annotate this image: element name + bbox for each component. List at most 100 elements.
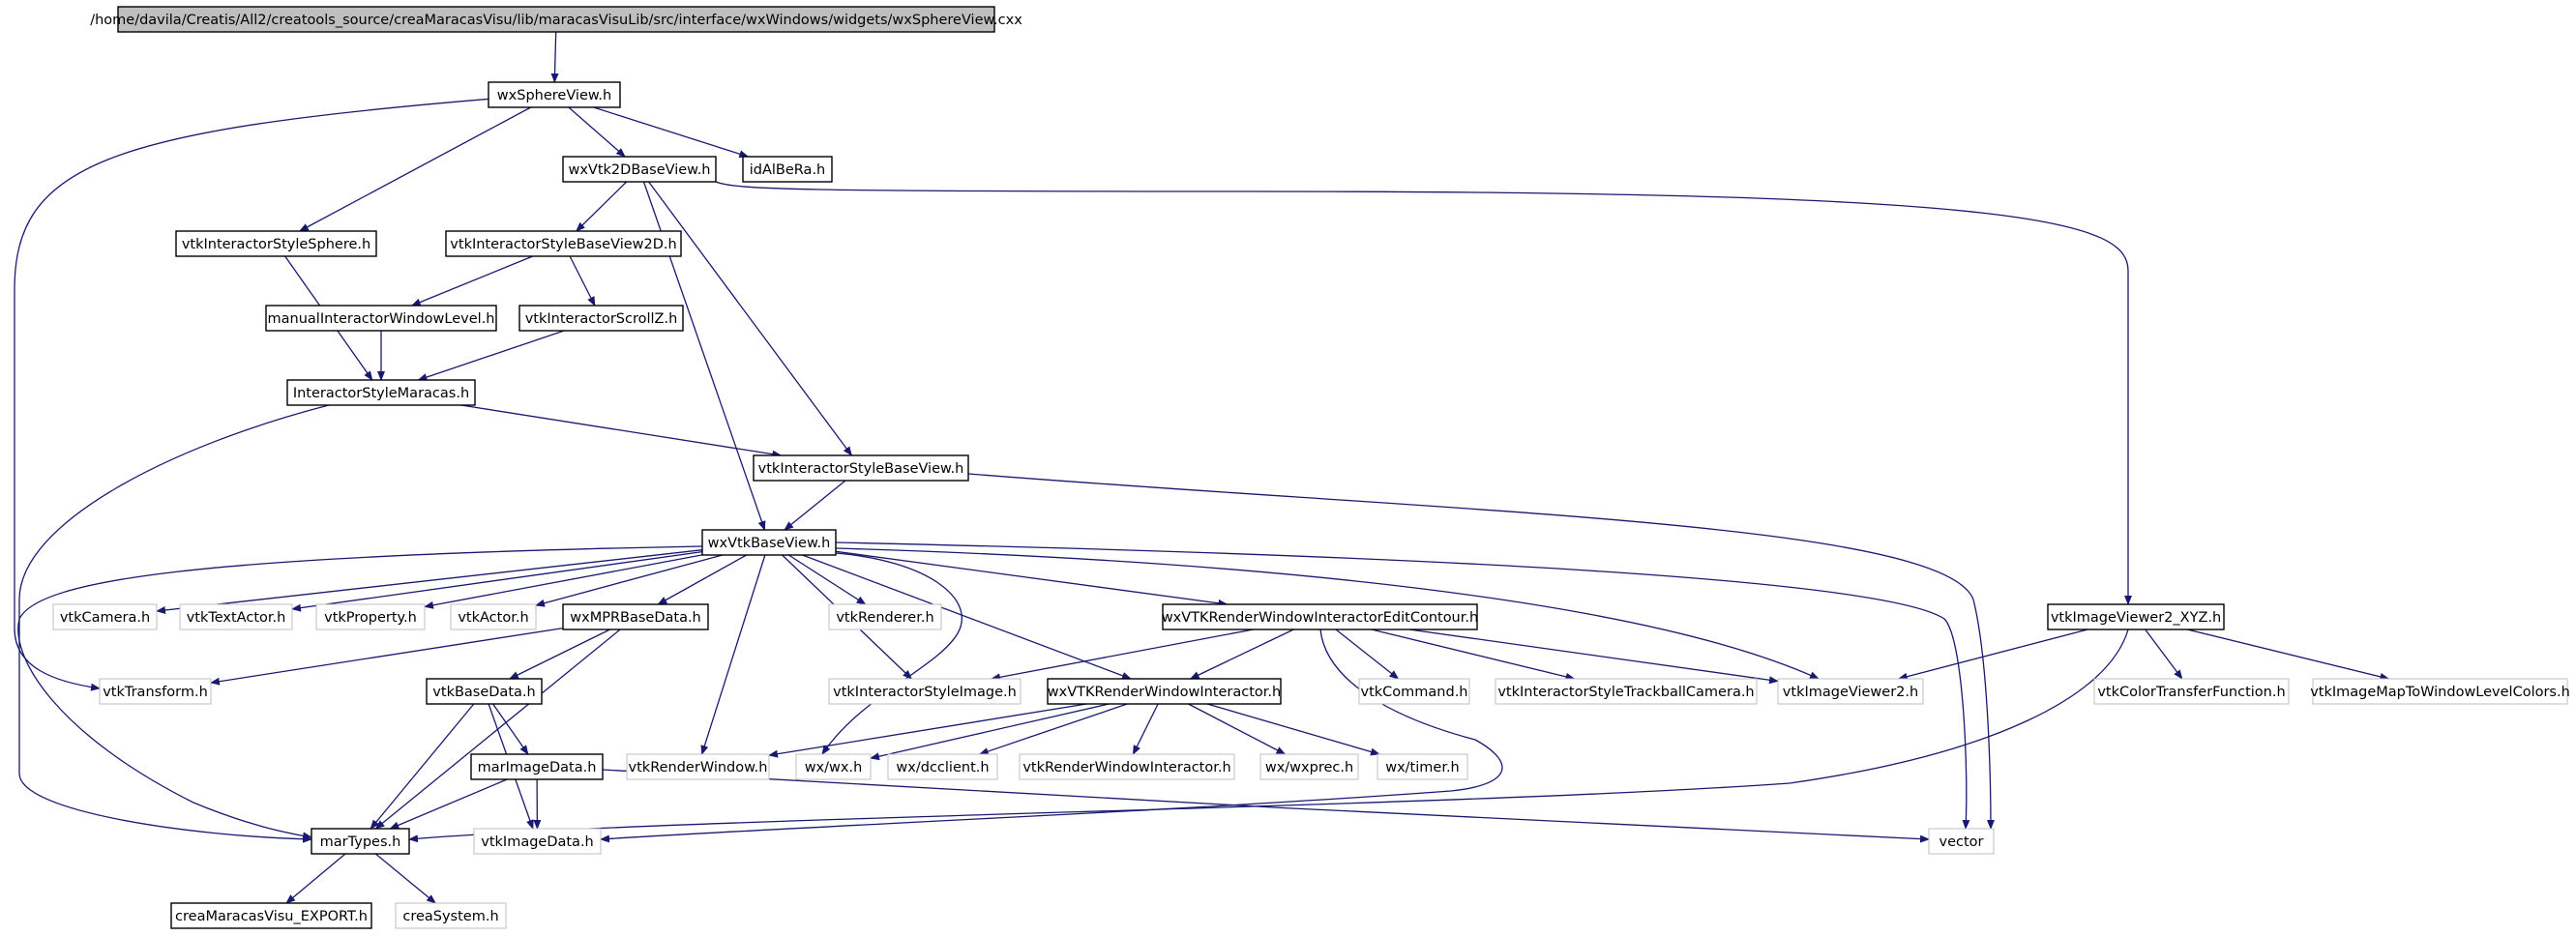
node-label: vtkProperty.h <box>324 610 417 626</box>
edge-wxVTKRenderWindowInteractorEditContour-to-vtkInteractorStyleImage <box>991 629 1254 682</box>
node-label: manualInteractorWindowLevel.h <box>268 311 495 327</box>
node-vtkImageViewer2: vtkImageViewer2.h <box>1777 678 1924 705</box>
node-box <box>2047 603 2225 630</box>
edge-vtkInteractorStyleBaseView2D-to-vtkInteractorScrollZ <box>569 255 596 307</box>
node-box <box>1377 753 1468 780</box>
node-box <box>265 305 497 332</box>
edge-wxVtkBaseView-to-vtkActor <box>535 554 724 607</box>
edge-vtkInteractorStyleBaseView2D-to-manualInteractorWindowLevel <box>410 255 533 307</box>
node-vtkImageData: vtkImageData.h <box>473 828 602 855</box>
edge-vtkInteractorStyleBaseView-to-wxVtkBaseView <box>784 480 846 531</box>
edge-wxVTKRenderWindowInteractor-to-vtkRenderWindowInteractor <box>1132 703 1159 755</box>
edge-wxVTKRenderWindowInteractor-to-vtkRenderWindow <box>768 703 1087 758</box>
node-box <box>1259 753 1359 780</box>
edge-marImageData-to-marTypes <box>389 778 508 830</box>
edge-wxVTKRenderWindowInteractor-to-wxtimer <box>1206 703 1380 756</box>
node-root: /home/davila/Creatis/All2/creatools_sour… <box>90 6 1022 33</box>
node-vtkRenderWindow: vtkRenderWindow.h <box>626 753 770 780</box>
edge-root-to-wxSphereView <box>550 31 559 83</box>
node-marTypes[interactable]: marTypes.h <box>311 828 410 855</box>
node-label: wx/wx.h <box>805 760 863 775</box>
node-label: vtkInteractorStyleBaseView2D.h <box>450 237 676 252</box>
node-box <box>175 230 377 257</box>
node-label: vtkTransform.h <box>103 685 208 700</box>
node-label: creaSystem.h <box>402 909 498 924</box>
edge-marImageData-to-vector <box>602 769 1930 843</box>
node-box <box>1928 828 1995 855</box>
edge-wxVtkBaseView-to-wxMPRBaseData <box>657 554 748 605</box>
node-vector: vector <box>1928 828 1995 855</box>
node-label: wxVtkBaseView.h <box>708 536 831 551</box>
node-vtkRenderWindowInteractor: vtkRenderWindowInteractor.h <box>1019 753 1235 780</box>
edge-wxVtkBaseView-to-vtkTextActor <box>291 550 703 612</box>
node-vtkRenderer: vtkRenderer.h <box>828 603 942 630</box>
edge-vtkBaseData-to-marImageData <box>492 703 529 755</box>
node-creaMaracasVisu_EXPORT[interactable]: creaMaracasVisu_EXPORT.h <box>170 902 372 929</box>
edge-wxVtkBaseView-to-vtkImageViewer2 <box>835 547 1820 680</box>
node-vtkInteractorScrollZ[interactable]: vtkInteractorScrollZ.h <box>518 305 684 332</box>
node-box <box>1162 603 1478 630</box>
node-vtkInteractorStyleBaseView2D[interactable]: vtkInteractorStyleBaseView2D.h <box>445 230 682 257</box>
node-label: vtkColorTransferFunction.h <box>2097 685 2285 700</box>
edge-wxVTKRenderWindowInteractorEditContour-to-wxVTKRenderWindowInteractor <box>1189 629 1294 680</box>
node-box <box>315 603 426 630</box>
nodes-layer: /home/davila/Creatis/All2/creatools_sour… <box>52 6 2570 929</box>
node-box <box>179 603 293 630</box>
node-label: vtkRenderWindowInteractor.h <box>1022 760 1230 775</box>
node-InteractorStyleMaracas[interactable]: InteractorStyleMaracas.h <box>286 379 476 406</box>
edge-wxVTKRenderWindowInteractor-to-wxdcclient <box>978 703 1128 755</box>
node-label: vtkInteractorStyleBaseView.h <box>758 461 964 477</box>
node-label: vtkRenderer.h <box>836 610 933 626</box>
edge-wxVtkBaseView-to-wxwx <box>821 552 962 755</box>
node-label: wxVTKRenderWindowInteractor.h <box>1048 685 1281 700</box>
node-box <box>626 753 770 780</box>
node-label: vtkInteractorStyleSphere.h <box>182 237 370 252</box>
node-wxMPRBaseData[interactable]: wxMPRBaseData.h <box>562 603 709 630</box>
node-box <box>1019 753 1235 780</box>
node-vtkInteractorStyleBaseView[interactable]: vtkInteractorStyleBaseView.h <box>753 454 969 482</box>
edge-wxVtkBaseView-to-wxVTKRenderWindowInteractorEditContour <box>835 550 1229 607</box>
node-box <box>170 902 372 929</box>
node-box <box>488 81 621 108</box>
node-label: vtkCamera.h <box>60 610 150 626</box>
edge-wxSphereView-to-wxVtk2DBaseView <box>568 106 626 158</box>
node-box <box>445 230 682 257</box>
edge-vtkInteractorStyleBaseView-to-vector <box>967 473 1995 830</box>
node-box <box>1047 678 1282 705</box>
edge-wxVtkBaseView-to-vtkRenderWindow <box>700 554 766 755</box>
node-vtkInteractorStyleTrackballCamera: vtkInteractorStyleTrackballCamera.h <box>1495 678 1758 705</box>
node-box <box>52 603 158 630</box>
node-label: wxMPRBaseData.h <box>570 610 701 626</box>
node-label: /home/davila/Creatis/All2/creatools_sour… <box>90 13 1022 28</box>
node-vtkBaseData[interactable]: vtkBaseData.h <box>426 678 543 705</box>
node-wxVtk2DBaseView[interactable]: wxVtk2DBaseView.h <box>562 156 717 183</box>
node-marImageData[interactable]: marImageData.h <box>470 753 604 780</box>
edge-wxSphereView-to-vtkInteractorStyleSphere <box>298 106 532 232</box>
node-box <box>1358 678 1470 705</box>
node-label: vtkInteractorScrollZ.h <box>525 311 678 327</box>
node-wxVTKRenderWindowInteractor[interactable]: wxVTKRenderWindowInteractor.h <box>1047 678 1282 705</box>
node-label: vtkBaseData.h <box>432 685 535 700</box>
node-box <box>473 828 602 855</box>
node-manualInteractorWindowLevel[interactable]: manualInteractorWindowLevel.h <box>265 305 497 332</box>
node-box <box>828 678 1022 705</box>
edge-wxVTKRenderWindowInteractorEditContour-to-vtkCommand <box>1335 629 1400 680</box>
node-label: vtkImageData.h <box>481 834 594 850</box>
node-box <box>2093 678 2290 705</box>
node-wxSphereView[interactable]: wxSphereView.h <box>488 81 621 108</box>
edge-vtkImageViewer2_XYZ-to-vtkImageMapToWindowLevelColors <box>2186 629 2390 681</box>
node-vtkInteractorStyleSphere[interactable]: vtkInteractorStyleSphere.h <box>175 230 377 257</box>
node-vtkImageViewer2_XYZ[interactable]: vtkImageViewer2_XYZ.h <box>2047 603 2225 630</box>
edge-vtkImageViewer2_XYZ-to-vtkImageViewer2 <box>1897 629 2088 681</box>
node-label: vector <box>1939 834 1984 850</box>
node-wxVTKRenderWindowInteractorEditContour[interactable]: wxVTKRenderWindowInteractorEditContour.h <box>1162 603 1478 630</box>
edge-wxVtkBaseView-to-vtkRenderer <box>787 554 867 605</box>
node-vtkInteractorStyleImage: vtkInteractorStyleImage.h <box>828 678 1022 705</box>
node-box <box>450 603 537 630</box>
node-wxVtkBaseView[interactable]: wxVtkBaseView.h <box>701 529 837 556</box>
node-box <box>795 753 872 780</box>
node-wxtimer: wx/timer.h <box>1377 753 1468 780</box>
node-idAlBeRa[interactable]: idAlBeRa.h <box>742 156 833 183</box>
edge-wxVtkBaseView-to-vtkProperty <box>424 554 703 609</box>
